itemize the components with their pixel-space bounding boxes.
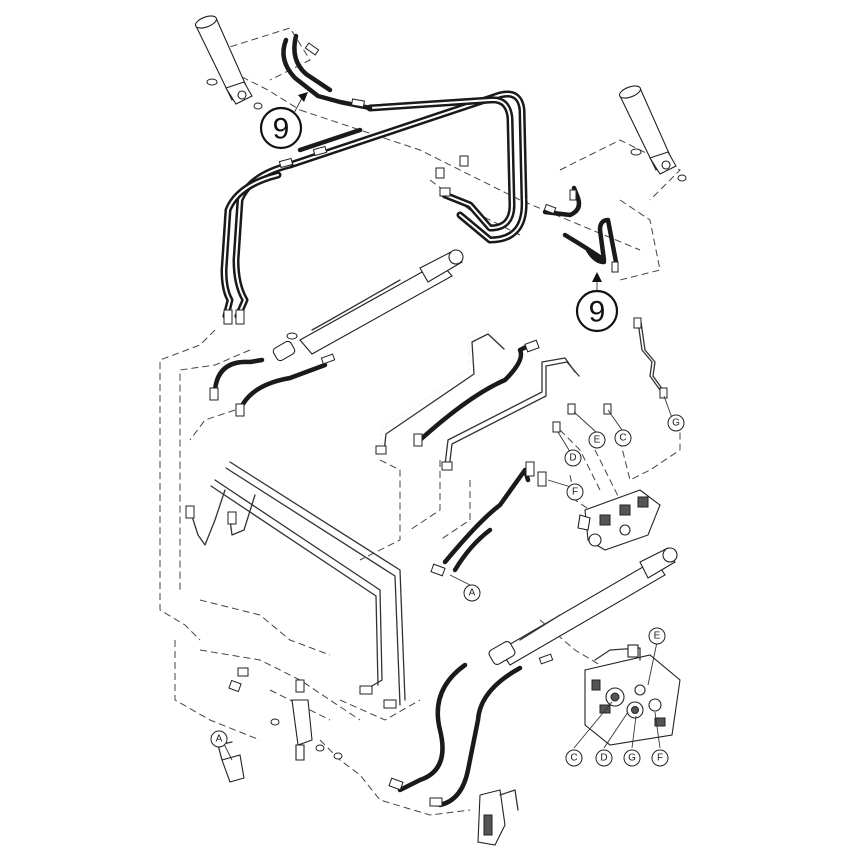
steel-tubes-middle <box>375 329 580 471</box>
dashed-reference-lines <box>159 27 681 816</box>
big-callout-label: 9 <box>589 296 606 329</box>
callout-label: G <box>628 753 636 764</box>
callout-valve-f: F <box>651 749 669 767</box>
arrow-up-icon <box>592 272 602 282</box>
callout-valve-d: D <box>595 749 613 767</box>
main-hose-loop <box>220 33 528 320</box>
big-callout-right: 9 <box>575 272 619 333</box>
callout-upper-d: D <box>564 449 582 467</box>
hose-to-a-middle <box>430 461 547 577</box>
lower-left-bracket <box>217 667 343 783</box>
callout-valve-e: E <box>648 627 666 645</box>
right-lift-cylinder <box>618 85 687 182</box>
callout-valve-g: G <box>623 749 641 767</box>
callout-label: F <box>657 753 663 764</box>
middle-tilt-cylinder <box>272 249 464 362</box>
callout-label: E <box>654 631 661 642</box>
callout-valve-c: C <box>565 749 583 767</box>
callout-label: F <box>572 487 578 498</box>
callout-label: A <box>216 734 223 745</box>
callout-label: E <box>594 435 601 446</box>
callout-upper-g: G <box>667 414 685 432</box>
control-valve-detail <box>584 644 681 746</box>
lower-lift-cylinder <box>388 547 678 808</box>
right-cylinder-hoses <box>542 185 619 265</box>
loader-arm-tubes <box>185 461 406 709</box>
g-line-tube <box>552 317 668 433</box>
callout-label: D <box>600 753 607 764</box>
callout-mid-a: A <box>463 584 481 602</box>
big-callout-label: 9 <box>273 113 290 146</box>
bottom-control-handle <box>477 789 519 846</box>
callout-label: D <box>569 453 576 464</box>
callout-label: A <box>469 588 476 599</box>
callout-label: G <box>672 418 680 429</box>
callout-label: C <box>619 433 626 444</box>
left-lift-cylinder <box>194 15 263 110</box>
callout-upper-c: C <box>614 429 632 447</box>
control-valve-upper <box>577 489 661 551</box>
arrow-up-icon <box>298 92 308 102</box>
callout-lower-a: A <box>210 730 228 748</box>
big-callout-left: 9 <box>259 92 308 150</box>
top-fittings <box>223 42 619 325</box>
callout-upper-f: F <box>566 483 584 501</box>
callout-label: C <box>570 753 577 764</box>
callout-upper-e: E <box>588 431 606 449</box>
middle-cylinder-hose <box>209 353 336 417</box>
